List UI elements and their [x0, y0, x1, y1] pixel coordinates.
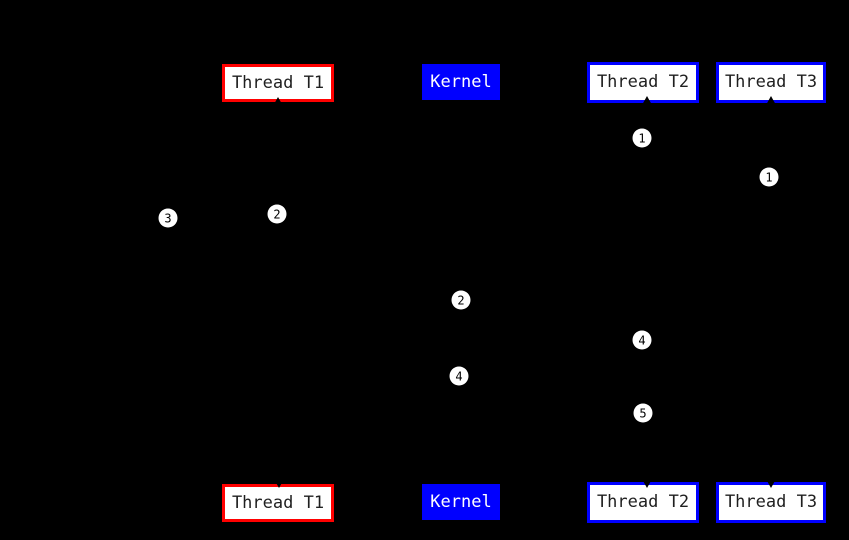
- node-label: Thread T3: [724, 492, 818, 512]
- step-marker-2: 2: [451, 290, 471, 310]
- step-marker-label: 4: [638, 333, 646, 347]
- step-marker-label: 3: [164, 211, 172, 225]
- node-label: Thread T2: [596, 492, 690, 512]
- node-label: Thread T2: [596, 72, 690, 92]
- node-label: Kernel: [430, 491, 492, 512]
- node-kernel-top: Kernel: [422, 64, 500, 100]
- arrowhead-down-icon: [274, 479, 284, 488]
- step-marker-label: 2: [457, 293, 465, 307]
- step-marker-3: 3: [158, 208, 178, 228]
- node-label: Kernel: [430, 71, 492, 92]
- node-kernel-bottom: Kernel: [422, 484, 500, 520]
- step-marker-4: 4: [632, 330, 652, 350]
- step-marker-5: 5: [633, 403, 653, 423]
- arrowhead-up-icon: [273, 97, 283, 106]
- node-thread-t2-bottom: Thread T2: [587, 482, 699, 523]
- step-marker-label: 1: [638, 131, 646, 145]
- arrowhead-up-icon: [766, 96, 776, 105]
- step-marker-2: 2: [267, 204, 287, 224]
- node-thread-t1-bottom: Thread T1: [222, 484, 334, 522]
- step-marker-1: 1: [632, 128, 652, 148]
- step-marker-label: 5: [639, 406, 647, 420]
- node-thread-t1-top: Thread T1: [222, 64, 334, 102]
- step-marker-4: 4: [449, 366, 469, 386]
- arrowhead-down-icon: [642, 479, 652, 488]
- arrowhead-down-icon: [766, 479, 776, 488]
- step-marker-1: 1: [759, 167, 779, 187]
- step-marker-label: 2: [273, 207, 281, 221]
- node-thread-t3-bottom: Thread T3: [716, 482, 826, 523]
- node-label: Thread T3: [724, 72, 818, 92]
- node-label: Thread T1: [231, 72, 325, 93]
- step-marker-label: 1: [765, 170, 773, 184]
- step-marker-label: 4: [455, 369, 463, 383]
- node-label: Thread T1: [231, 492, 325, 513]
- arrowhead-up-icon: [642, 96, 652, 105]
